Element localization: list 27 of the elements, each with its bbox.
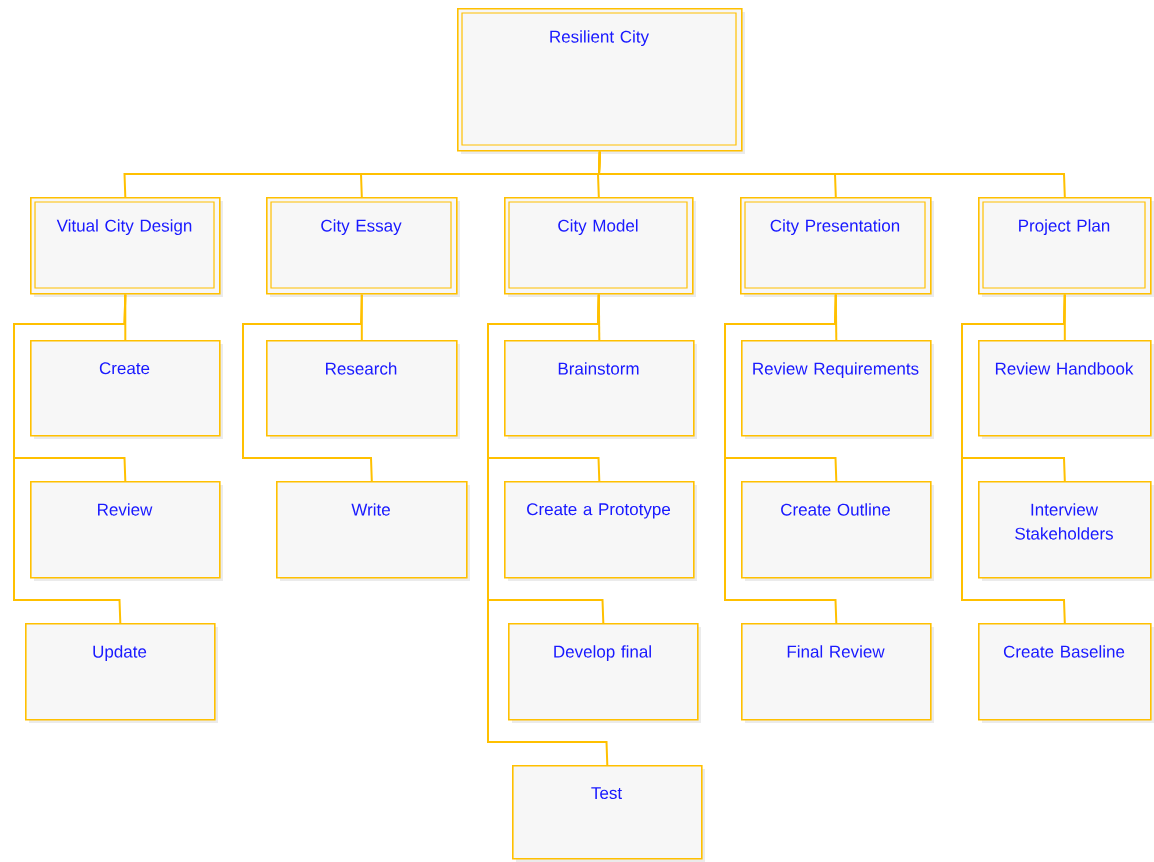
task-box: Write [276,481,470,581]
task-box: Brainstorm [504,340,697,439]
group-box: Vitual City Design [30,197,223,297]
connector [487,293,609,766]
task-box: Review Handbook [978,340,1154,439]
task-box: Review Requirements [741,340,934,439]
task-box: Review [30,481,223,581]
connector [724,293,838,624]
task-box: Create [30,340,223,439]
task-box: Create Baseline [978,623,1154,723]
group-box: Project Plan [978,197,1154,297]
task-box: Update [25,623,218,723]
task-box: Test [512,765,705,862]
group-box: City Presentation [740,197,934,297]
task-box: Develop final [508,623,701,723]
task-box: Create a Prototype [504,481,697,581]
connector [961,293,1066,624]
group-box: City Essay [266,197,460,297]
connector [13,293,127,624]
group-box: City Model [504,197,696,297]
task-box: Final Review [741,623,934,723]
connector [242,293,373,482]
task-box: Research [266,340,460,439]
group-box: Resilient City [457,8,745,154]
connector [597,150,1066,198]
task-box: Create Outline [741,481,934,581]
task-box: Interview Stakeholders [978,481,1154,581]
